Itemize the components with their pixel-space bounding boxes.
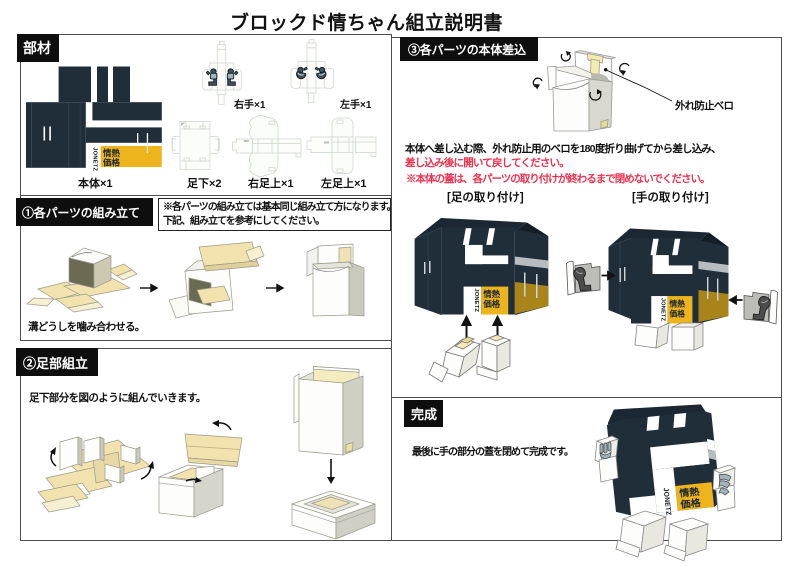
svg-text:情熱: 情熱 bbox=[102, 148, 121, 158]
svg-text:JONETZ: JONETZ bbox=[662, 487, 672, 516]
svg-text:JONETZ: JONETZ bbox=[91, 147, 97, 171]
svg-text:価格: 価格 bbox=[102, 158, 121, 168]
svg-text:価格: 価格 bbox=[679, 496, 702, 511]
svg-text:情熱: 情熱 bbox=[679, 485, 701, 500]
